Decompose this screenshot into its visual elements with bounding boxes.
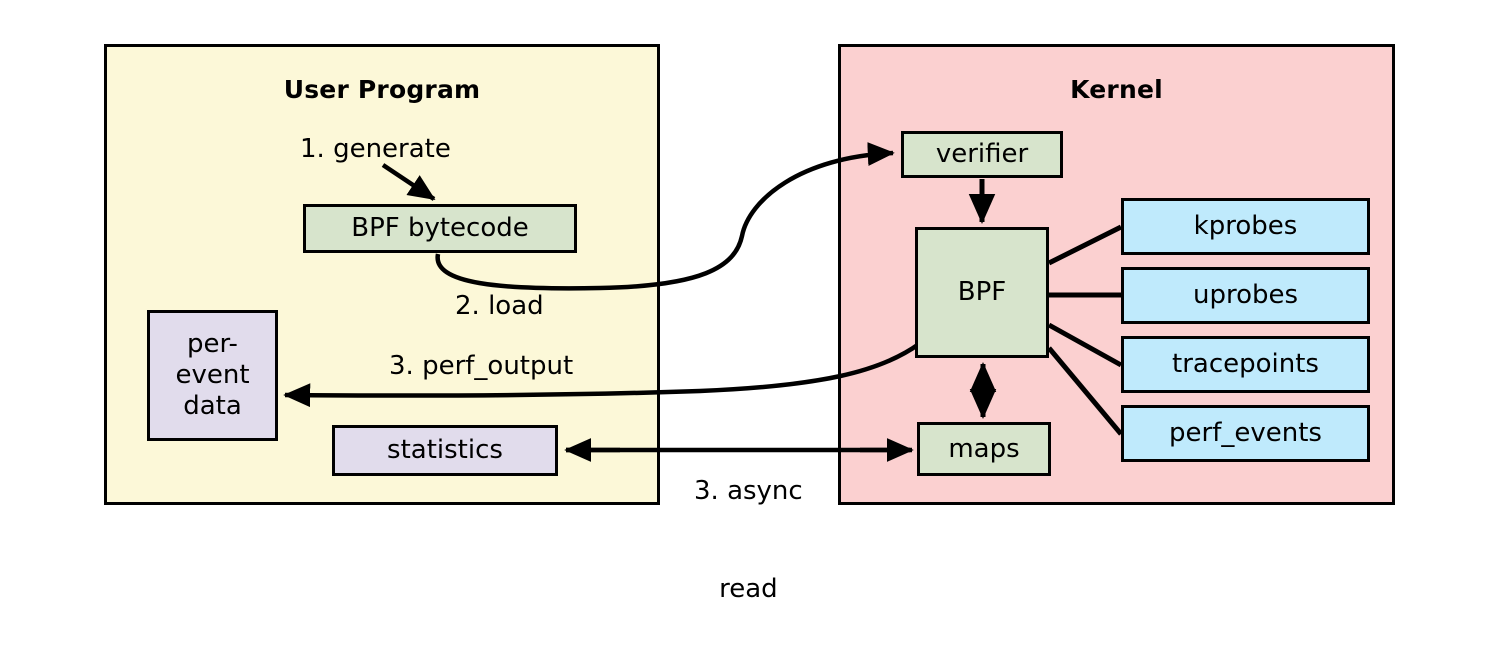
node-statistics-label: statistics	[387, 435, 503, 466]
node-statistics[interactable]: statistics	[332, 425, 558, 476]
node-verifier[interactable]: verifier	[901, 131, 1063, 178]
edge-label-async-read-line2: read	[719, 573, 778, 604]
panel-user-program-title: User Program	[283, 75, 481, 104]
node-uprobes[interactable]: uprobes	[1121, 267, 1370, 324]
diagram-canvas: User Program Kernel	[104, 44, 1395, 604]
node-per-event-data-label-line3: data	[183, 390, 242, 421]
edge-label-perf-output: 3. perf_output	[389, 351, 574, 381]
node-per-event-data-label-line1: per-	[187, 329, 238, 360]
node-tracepoints[interactable]: tracepoints	[1121, 336, 1370, 393]
node-bpf-bytecode-label: BPF bytecode	[351, 213, 529, 244]
edge-label-load: 2. load	[455, 291, 544, 321]
node-kprobes-label: kprobes	[1193, 211, 1298, 242]
node-bpf-label: BPF	[957, 277, 1007, 308]
edge-label-async-read-line1: 3. async	[694, 476, 803, 506]
node-tracepoints-label: tracepoints	[1172, 349, 1319, 380]
node-maps[interactable]: maps	[917, 422, 1051, 476]
panel-kernel-title: Kernel	[1070, 75, 1163, 104]
node-bpf-bytecode[interactable]: BPF bytecode	[303, 204, 577, 253]
node-verifier-label: verifier	[935, 139, 1029, 170]
node-per-event-data[interactable]: per- event data	[147, 310, 278, 441]
node-maps-label: maps	[948, 433, 1020, 464]
node-bpf[interactable]: BPF	[915, 227, 1049, 358]
node-per-event-data-label-line2: event	[175, 360, 250, 391]
node-perf-events[interactable]: perf_events	[1121, 405, 1370, 462]
node-kprobes[interactable]: kprobes	[1121, 198, 1370, 255]
edge-label-async-read: 3. async read	[694, 410, 803, 670]
node-perf-events-label: perf_events	[1169, 418, 1322, 449]
edge-label-generate: 1. generate	[300, 134, 451, 164]
node-uprobes-label: uprobes	[1192, 280, 1299, 311]
